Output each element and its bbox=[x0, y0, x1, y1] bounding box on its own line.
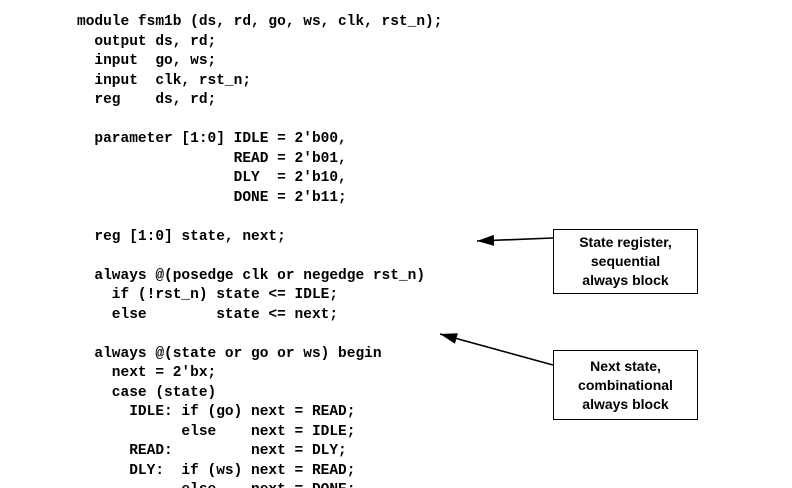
code-line: IDLE: if (go) next = READ; bbox=[77, 404, 356, 420]
code-line: READ = 2'b01, bbox=[77, 150, 347, 167]
code-line: if (!rst_n) state <= IDLE; bbox=[77, 287, 339, 303]
callout-line-2: combinational bbox=[578, 376, 673, 393]
code-line: always @(state or go or ws) begin bbox=[77, 345, 382, 362]
callout-box-next-state: Next state, combinational always block bbox=[553, 350, 698, 420]
code-line bbox=[77, 208, 442, 228]
code-line: module fsm1b (ds, rd, go, ws, clk, rst_n… bbox=[77, 14, 443, 30]
code-line: else state <= next; bbox=[77, 306, 339, 323]
code-line: case (state) bbox=[77, 384, 217, 401]
callout-line-1: Next state, bbox=[590, 357, 661, 374]
code-line: output ds, rd; bbox=[77, 33, 217, 50]
callout-line-1: State register, bbox=[579, 234, 672, 250]
code-line bbox=[77, 325, 442, 345]
code-line: DONE = 2'b11; bbox=[77, 189, 347, 206]
arrow-to-combinational-block bbox=[439, 333, 554, 366]
callout-box-state-register: State register, sequential always block bbox=[553, 229, 698, 294]
code-line: DLY: if (ws) next = READ; bbox=[77, 462, 356, 479]
code-line: else next = IDLE; bbox=[77, 423, 356, 440]
verilog-code-listing: module fsm1b (ds, rd, go, ws, clk, rst_n… bbox=[77, 13, 442, 488]
callout-line-3: always block bbox=[582, 395, 669, 412]
code-line: input clk, rst_n; bbox=[77, 72, 252, 89]
code-line: input go, ws; bbox=[77, 53, 217, 69]
code-line: DLY = 2'b10, bbox=[77, 170, 347, 186]
code-line: always @(posedge clk or negedge rst_n) bbox=[77, 267, 426, 284]
code-line: reg ds, rd; bbox=[77, 92, 217, 108]
code-line: parameter [1:0] IDLE = 2'b00, bbox=[77, 131, 347, 147]
code-line: READ: next = DLY; bbox=[77, 443, 347, 459]
code-line: next = 2'bx; bbox=[77, 365, 217, 381]
callout-line-2: sequential bbox=[590, 253, 661, 269]
arrow-to-sequential-block bbox=[476, 234, 554, 246]
callout-line-3: always block bbox=[582, 272, 669, 288]
code-line bbox=[77, 111, 442, 131]
code-line: else next = DONE; bbox=[77, 481, 442, 488]
code-line bbox=[77, 247, 442, 267]
code-line: reg [1:0] state, next; bbox=[77, 228, 286, 245]
